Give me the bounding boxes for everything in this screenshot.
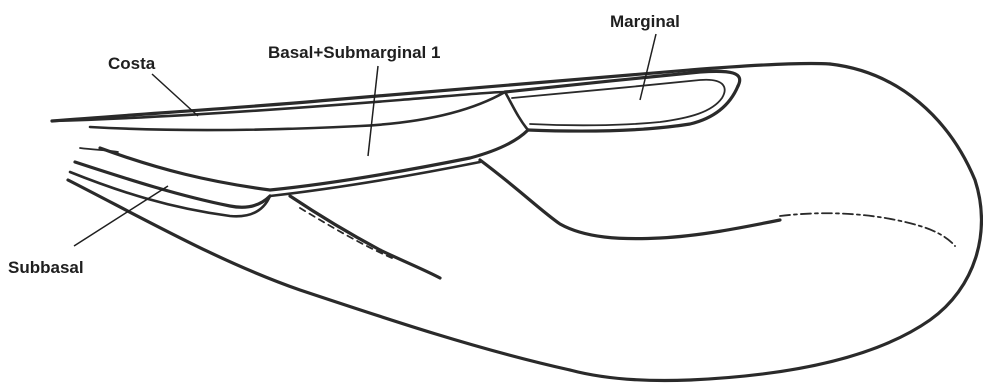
discoidal-vein-faint [780,213,955,246]
anal-vein [290,196,440,278]
basal-submarginal-vein-upper [100,130,528,190]
discoidal-vein [480,160,780,239]
basal-submarginal-label: Basal+Submarginal 1 [268,43,440,62]
subbasal-cell-lower [70,172,270,216]
costa-pointer [152,74,198,116]
basal-submarginal-pointer [368,66,378,156]
marginal-label: Marginal [610,12,680,31]
marginal-pointer [640,34,656,100]
wing-outline-trailing-edge [68,180,570,370]
subbasal-label: Subbasal [8,258,84,277]
subbasal-pointer [74,186,168,246]
basal-submarginal-vein-lower [270,162,480,196]
costa-label: Costa [108,54,156,73]
